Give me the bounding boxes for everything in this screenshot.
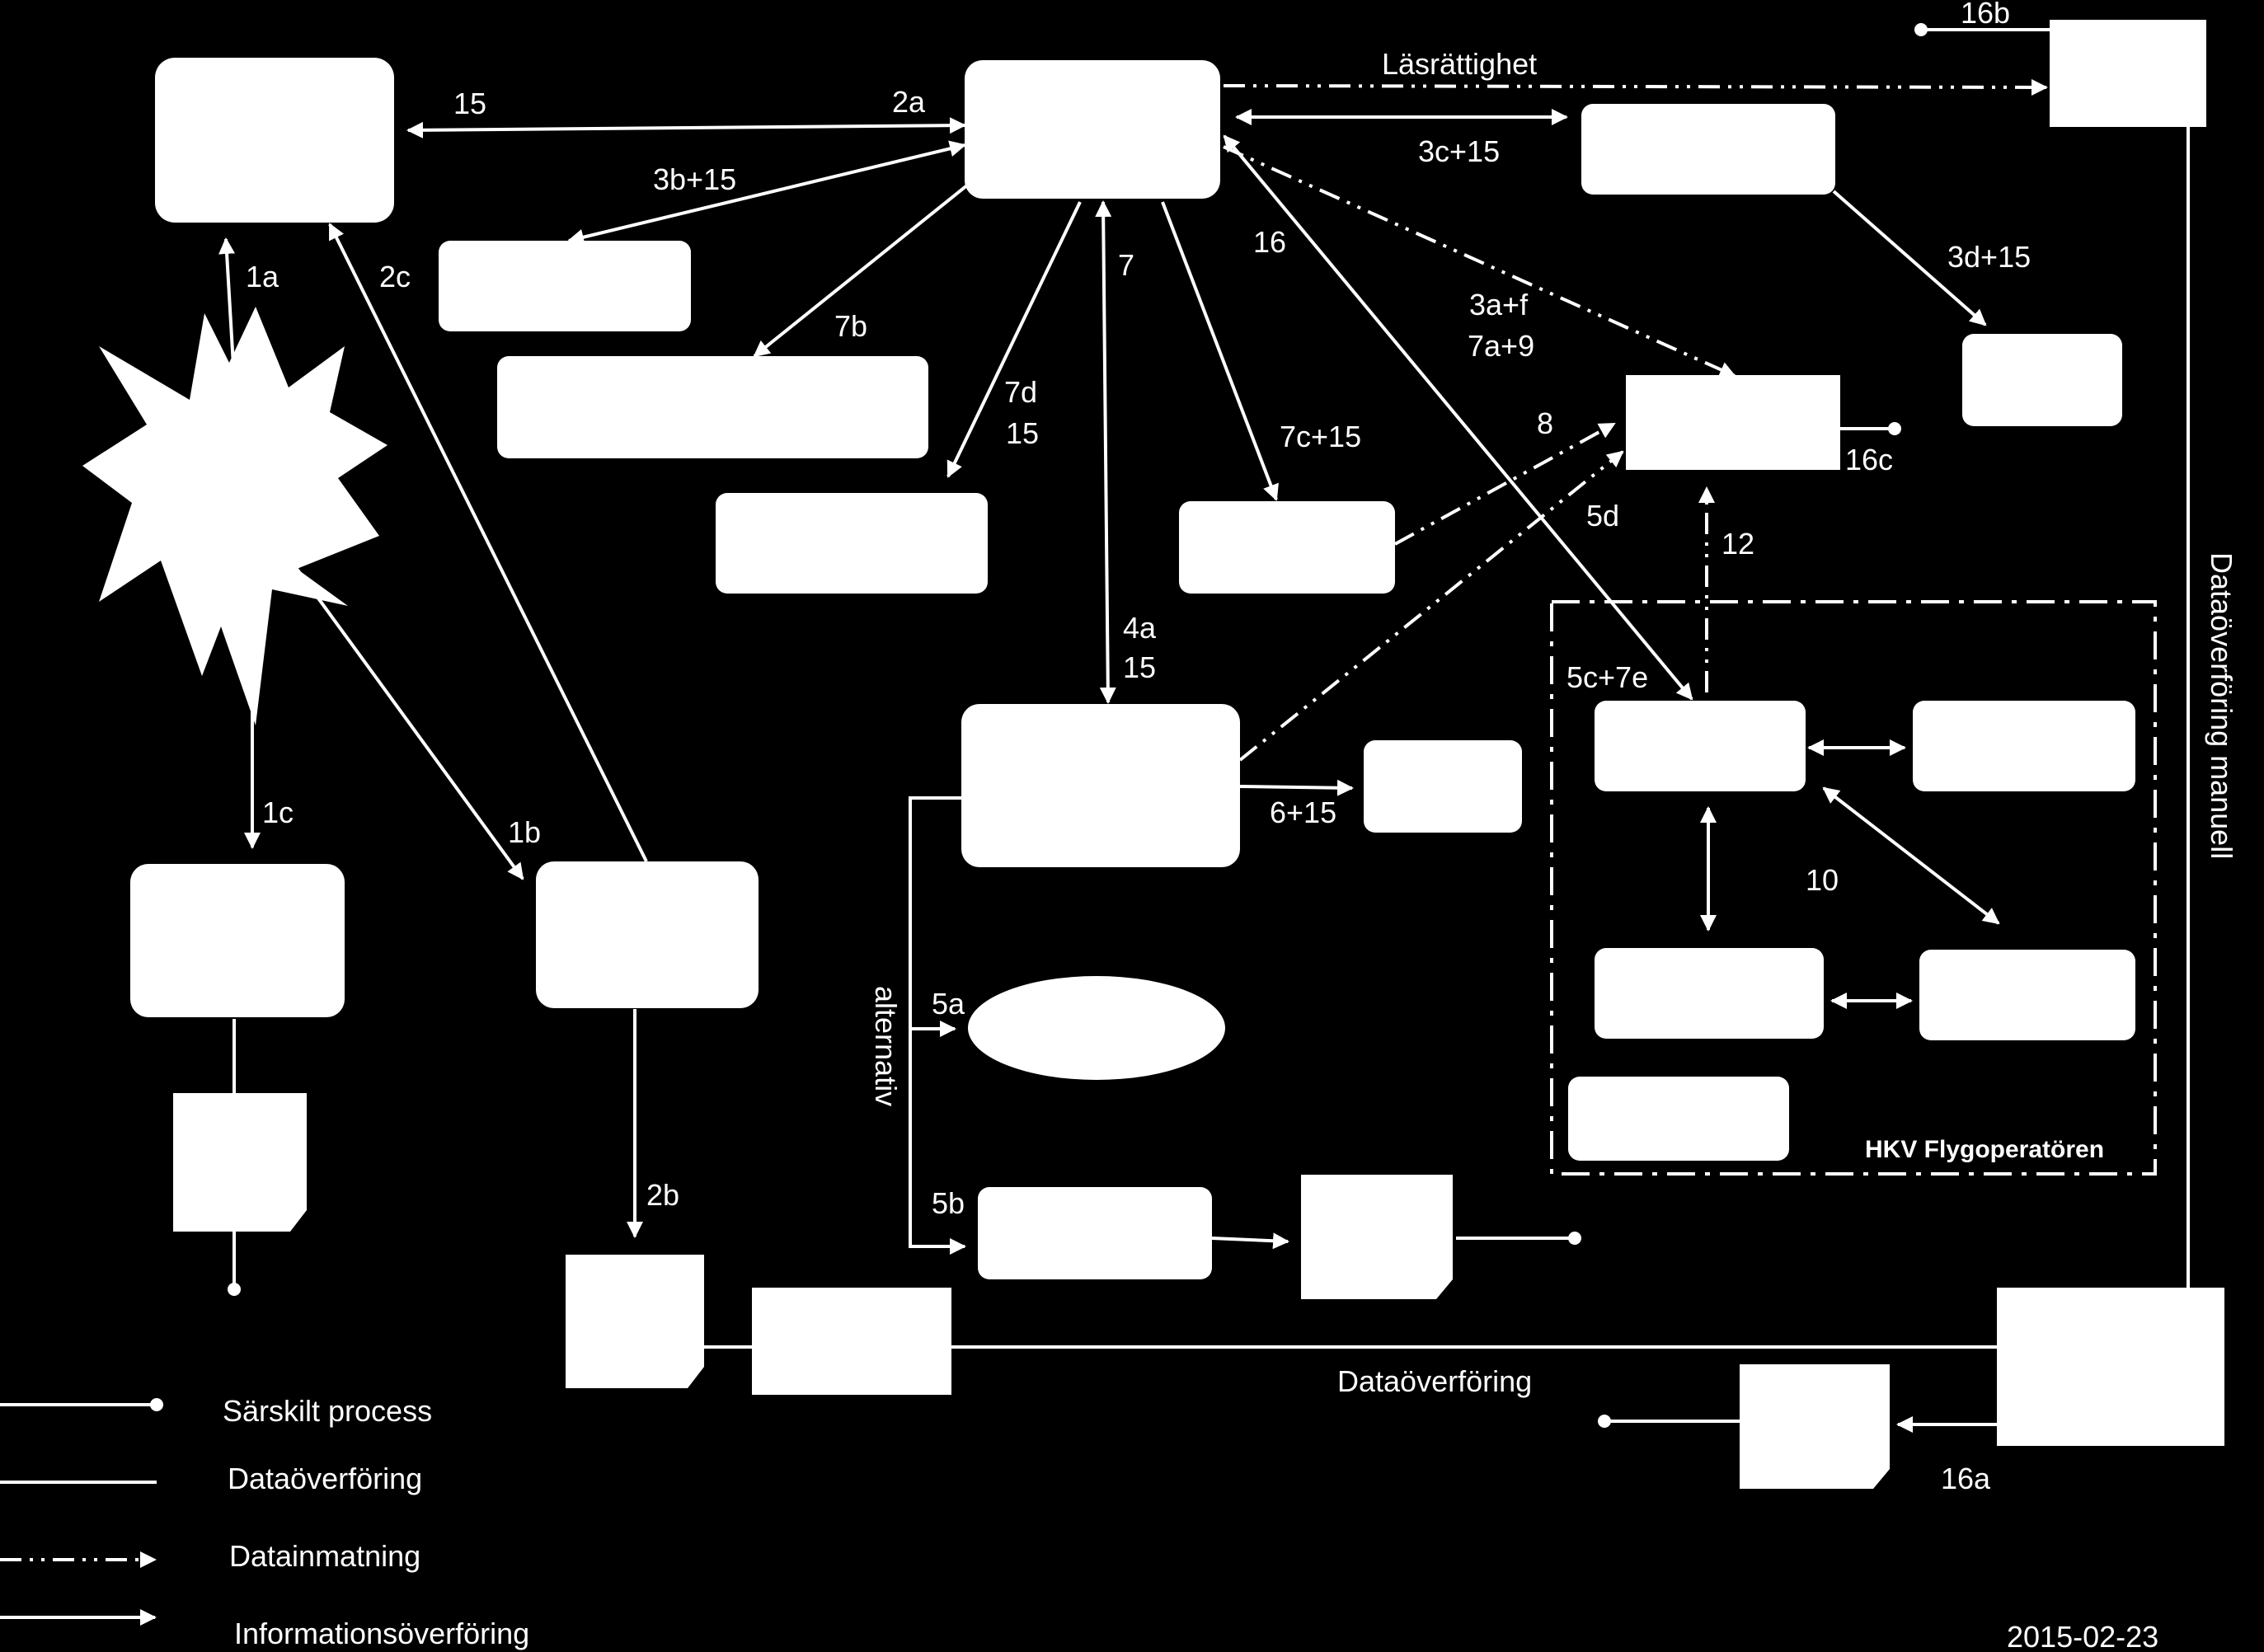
- label-2a: 2a: [892, 85, 926, 119]
- legend-label-process: Särskilt process: [223, 1394, 432, 1428]
- box-16b-target: [2050, 20, 2206, 127]
- box-bottom-right-large: [1997, 1288, 2224, 1446]
- label-15: 15: [453, 87, 486, 120]
- box-center-hub: [965, 60, 1220, 199]
- hkv-frame: [1550, 600, 2157, 1176]
- label-1c: 1c: [262, 795, 294, 829]
- box-hkv-4: [1919, 950, 2135, 1040]
- label-16a: 16a: [1941, 1462, 1991, 1495]
- legend: Särskilt process Dataöverföring Datainma…: [0, 1394, 529, 1650]
- arrow-16-5c7e: [1223, 134, 1693, 701]
- box-top-left: [155, 58, 394, 223]
- label-dataoverforing-mid: Dataöverföring: [1337, 1364, 1532, 1398]
- box-hkv-3: [1595, 948, 1824, 1039]
- box-hkv-1: [1595, 701, 1806, 791]
- label-lasrattighet: Läsrättighet: [1382, 47, 1537, 81]
- label-16c: 16c: [1845, 443, 1893, 476]
- arrow-6-15: [1239, 779, 1354, 796]
- label-16b: 16b: [1961, 0, 2010, 30]
- label-5b: 5b: [932, 1186, 965, 1220]
- box-hkv-2: [1913, 701, 2135, 791]
- process-dot-5b: [1568, 1232, 1581, 1245]
- dash-3af: [1223, 145, 1736, 378]
- label-3c15: 3c+15: [1418, 134, 1500, 168]
- line-alternativ: [909, 796, 961, 1248]
- box-1b: [536, 861, 759, 1008]
- label-8: 8: [1537, 406, 1553, 440]
- label-date: 2015-02-23: [2007, 1620, 2158, 1652]
- label-2b: 2b: [646, 1178, 679, 1212]
- label-10: 10: [1806, 863, 1839, 897]
- label-16: 16: [1253, 225, 1286, 259]
- label-7a9: 7a+9: [1468, 329, 1534, 363]
- arrow-10: [1822, 786, 2000, 925]
- label-6-15: 6+15: [1270, 795, 1336, 829]
- arrow-3d15: [1832, 190, 1987, 326]
- box-1c: [130, 864, 345, 1017]
- box-4a: [961, 704, 1240, 867]
- process-dot-16a: [1598, 1415, 1611, 1428]
- arrow-5b-doc: [1211, 1232, 1289, 1250]
- document-16a: [1740, 1364, 1890, 1489]
- arrow-7-4a: [1095, 200, 1116, 704]
- label-12: 12: [1721, 527, 1754, 561]
- dash-lasrattighet: [1223, 78, 2048, 96]
- label-dataoverforing-manuell: Dataöverföring manuell: [2205, 552, 2238, 859]
- box-3a-target: [1626, 375, 1840, 470]
- process-dot-16b: [1914, 23, 1928, 36]
- label-2c: 2c: [379, 260, 411, 293]
- arrow-1b: [295, 567, 524, 880]
- label-3af: 3a+f: [1469, 288, 1529, 321]
- document-5b: [1301, 1175, 1453, 1299]
- box-7b: [497, 356, 928, 458]
- starburst-event: [82, 307, 388, 725]
- box-3c: [1581, 104, 1835, 195]
- ellipse-5a: [968, 976, 1225, 1080]
- box-5b: [978, 1187, 1212, 1279]
- label-5a: 5a: [932, 987, 965, 1021]
- label-3b15: 3b+15: [653, 162, 736, 196]
- label-3d15: 3d+15: [1947, 240, 2031, 274]
- box-7d: [716, 493, 988, 594]
- label-4a: 4a: [1123, 611, 1157, 645]
- arrow-7b: [753, 183, 970, 358]
- box-7c: [1179, 501, 1395, 594]
- dash-5d: [1238, 450, 1624, 762]
- arrow-7d: [946, 201, 1082, 478]
- arrow-1a: [218, 237, 236, 380]
- box-bottom-mid: [752, 1288, 951, 1395]
- legend-dot-process: [150, 1398, 163, 1411]
- arrow-15: [406, 117, 966, 138]
- label-1b: 1b: [508, 815, 541, 849]
- label-4a-15: 15: [1123, 650, 1156, 684]
- legend-label-input: Datainmatning: [229, 1539, 420, 1573]
- box-3b: [439, 241, 691, 331]
- arrow-2c: [328, 223, 648, 862]
- box-6: [1364, 740, 1522, 833]
- document-1c: [173, 1093, 307, 1232]
- label-7: 7: [1118, 248, 1134, 282]
- label-7d-15: 15: [1006, 416, 1039, 450]
- dash-8: [1394, 422, 1616, 546]
- process-dot-1c: [228, 1283, 241, 1296]
- label-alternativ: alternativ: [869, 986, 903, 1106]
- arrow-3b15: [567, 140, 966, 246]
- box-hkv-5: [1568, 1077, 1789, 1161]
- label-5c7e: 5c+7e: [1566, 660, 1648, 694]
- legend-label-data: Dataöverföring: [228, 1462, 422, 1495]
- label-7c15: 7c+15: [1280, 420, 1361, 453]
- label-1a: 1a: [246, 260, 279, 293]
- document-2b: [566, 1255, 704, 1388]
- label-7b: 7b: [834, 309, 867, 343]
- label-hkv: HKV Flygoperatören: [1865, 1136, 2104, 1163]
- label-7d: 7d: [1004, 375, 1037, 409]
- legend-label-info: Informationsöverföring: [234, 1617, 529, 1650]
- label-5d: 5d: [1586, 499, 1619, 533]
- process-dot-16c: [1888, 422, 1901, 435]
- box-3d: [1962, 334, 2122, 426]
